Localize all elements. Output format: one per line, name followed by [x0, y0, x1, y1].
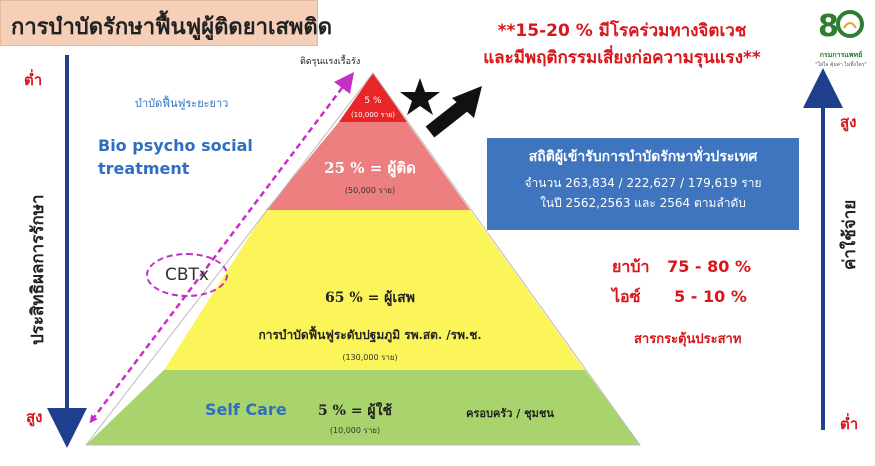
drug-range: 5 - 10 % [674, 287, 747, 306]
pyramid-outline [84, 72, 641, 446]
right-axis-bottom-label: ต่ำ [840, 415, 859, 433]
title-banner: การบำบัดรักษาฟื้นฟูผู้ติดยาเสพติด [0, 0, 332, 46]
logo-org: กรมการแพทย์ [819, 51, 863, 59]
stats-box: สถิติผู้เข้ารับการบำบัดรักษาทั่วประเทศ จ… [487, 138, 799, 230]
left-axis-label: ประสิทธิผลการรักษา [28, 194, 48, 346]
stats-line3: ในปี 2562,2563 และ 2564 ตามลำดับ [540, 196, 746, 210]
comorbidity-note-line2: และมีพฤติกรรมเสี่ยงก่อความรุนแรง** [483, 48, 761, 68]
level-top-count: (10,000 ราย) [351, 111, 395, 119]
level-selfcare-count: (10,000 ราย) [329, 426, 381, 435]
drug-name: ยาบ้า [612, 257, 650, 276]
bio-label-line1: Bio psycho social [98, 136, 253, 155]
dms-logo: 8 กรมการแพทย์ "ใส่ใจ คุ้มค่า ไม่ทิ้งใคร" [812, 2, 870, 68]
level-addicted-title: 25 % = ผู้ติด [324, 159, 416, 177]
selfcare-label: Self Care [205, 400, 287, 419]
left-axis-top-label: ต่ำ [24, 71, 43, 89]
drug-name: ไอซ์ [612, 287, 641, 306]
level-users-title: 65 % = ผู้เสพ [325, 290, 415, 306]
up-arrow-shaft [425, 96, 473, 138]
bio-psycho-social-label: Bio psycho social treatment [98, 134, 253, 180]
apex-label: ติดรุนแรงเรื้อรัง [300, 57, 361, 67]
svg-text:8: 8 [818, 9, 839, 44]
stimulant-label: สารกระตุ้นประสาท [634, 332, 742, 347]
level-users-desc: การบำบัดฟื้นฟูระดับปฐมภูมิ รพ.สต. /รพ.ช. [258, 328, 482, 342]
drug-item: ไอซ์ 5 - 10 % [612, 282, 751, 312]
effectiveness-dashed-arrow [91, 72, 355, 421]
cbtx-label: CBTx [146, 253, 228, 297]
right-axis-top-label: สูง [840, 113, 857, 131]
pyramid-level-selfcare [86, 370, 640, 445]
logo-80-icon: 8 [818, 9, 864, 44]
pyramid-level-users [164, 210, 585, 370]
comorbidity-note-line1: **15-20 % มีโรคร่วมทางจิตเวช [497, 21, 747, 41]
drug-range: 75 - 80 % [667, 257, 751, 276]
level-selfcare-title: 5 % = ผู้ใช้ [318, 403, 392, 419]
drug-item: ยาบ้า 75 - 80 % [612, 252, 751, 282]
left-axis-bottom-label: สูง [26, 408, 43, 426]
level-selfcare-right: ครอบครัว / ชุมชน [466, 407, 554, 420]
right-axis-label: ค่าใช้จ่าย [840, 199, 860, 271]
page-title: การบำบัดรักษาฟื้นฟูผู้ติดยาเสพติด [11, 15, 332, 40]
stats-line2: จำนวน 263,834 / 222,627 / 179,619 ราย [524, 176, 762, 190]
pyramid-level-top [339, 73, 407, 122]
level-addicted-count: (50,000 ราย) [344, 186, 396, 195]
stats-title: สถิติผู้เข้ารับการบำบัดรักษาทั่วประเทศ [528, 149, 758, 165]
longterm-rehab-label: บำบัดฟื้นฟูระยะยาว [135, 97, 229, 110]
level-users-count: (130,000 ราย) [342, 353, 398, 362]
star-icon [400, 78, 440, 115]
up-arrow-icon [452, 86, 482, 118]
logo-tagline: "ใส่ใจ คุ้มค่า ไม่ทิ้งใคร" [815, 62, 867, 68]
drug-list: ยาบ้า 75 - 80 % ไอซ์ 5 - 10 % [612, 252, 751, 312]
bio-label-line2: treatment [98, 159, 190, 178]
comorbidity-note: **15-20 % มีโรคร่วมทางจิตเวช และมีพฤติกร… [462, 18, 782, 72]
pyramid-level-addicted [266, 122, 470, 210]
level-top-percent: 5 % [364, 96, 382, 106]
